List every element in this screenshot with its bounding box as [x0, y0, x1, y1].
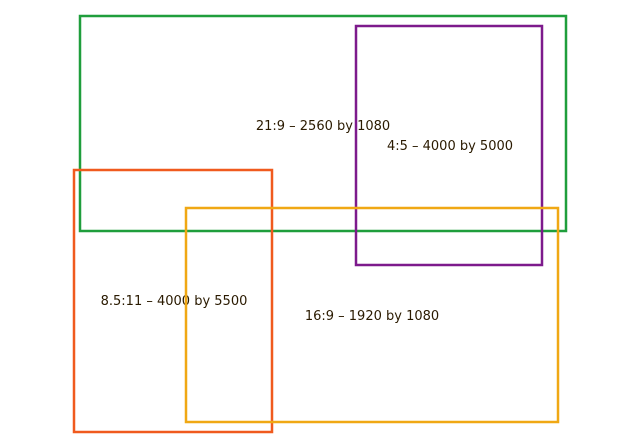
label-16-9: 16:9 – 1920 by 1080 — [305, 309, 439, 324]
label-4-5: 4:5 – 4000 by 5000 — [387, 139, 513, 154]
box-8-5-11 — [72, 168, 274, 434]
box-21-9 — [78, 14, 568, 233]
label-21-9: 21:9 – 2560 by 1080 — [256, 119, 390, 134]
box-16-9 — [184, 206, 560, 424]
box-4-5 — [354, 24, 544, 267]
label-8-5-11: 8.5:11 – 4000 by 5500 — [101, 294, 248, 309]
